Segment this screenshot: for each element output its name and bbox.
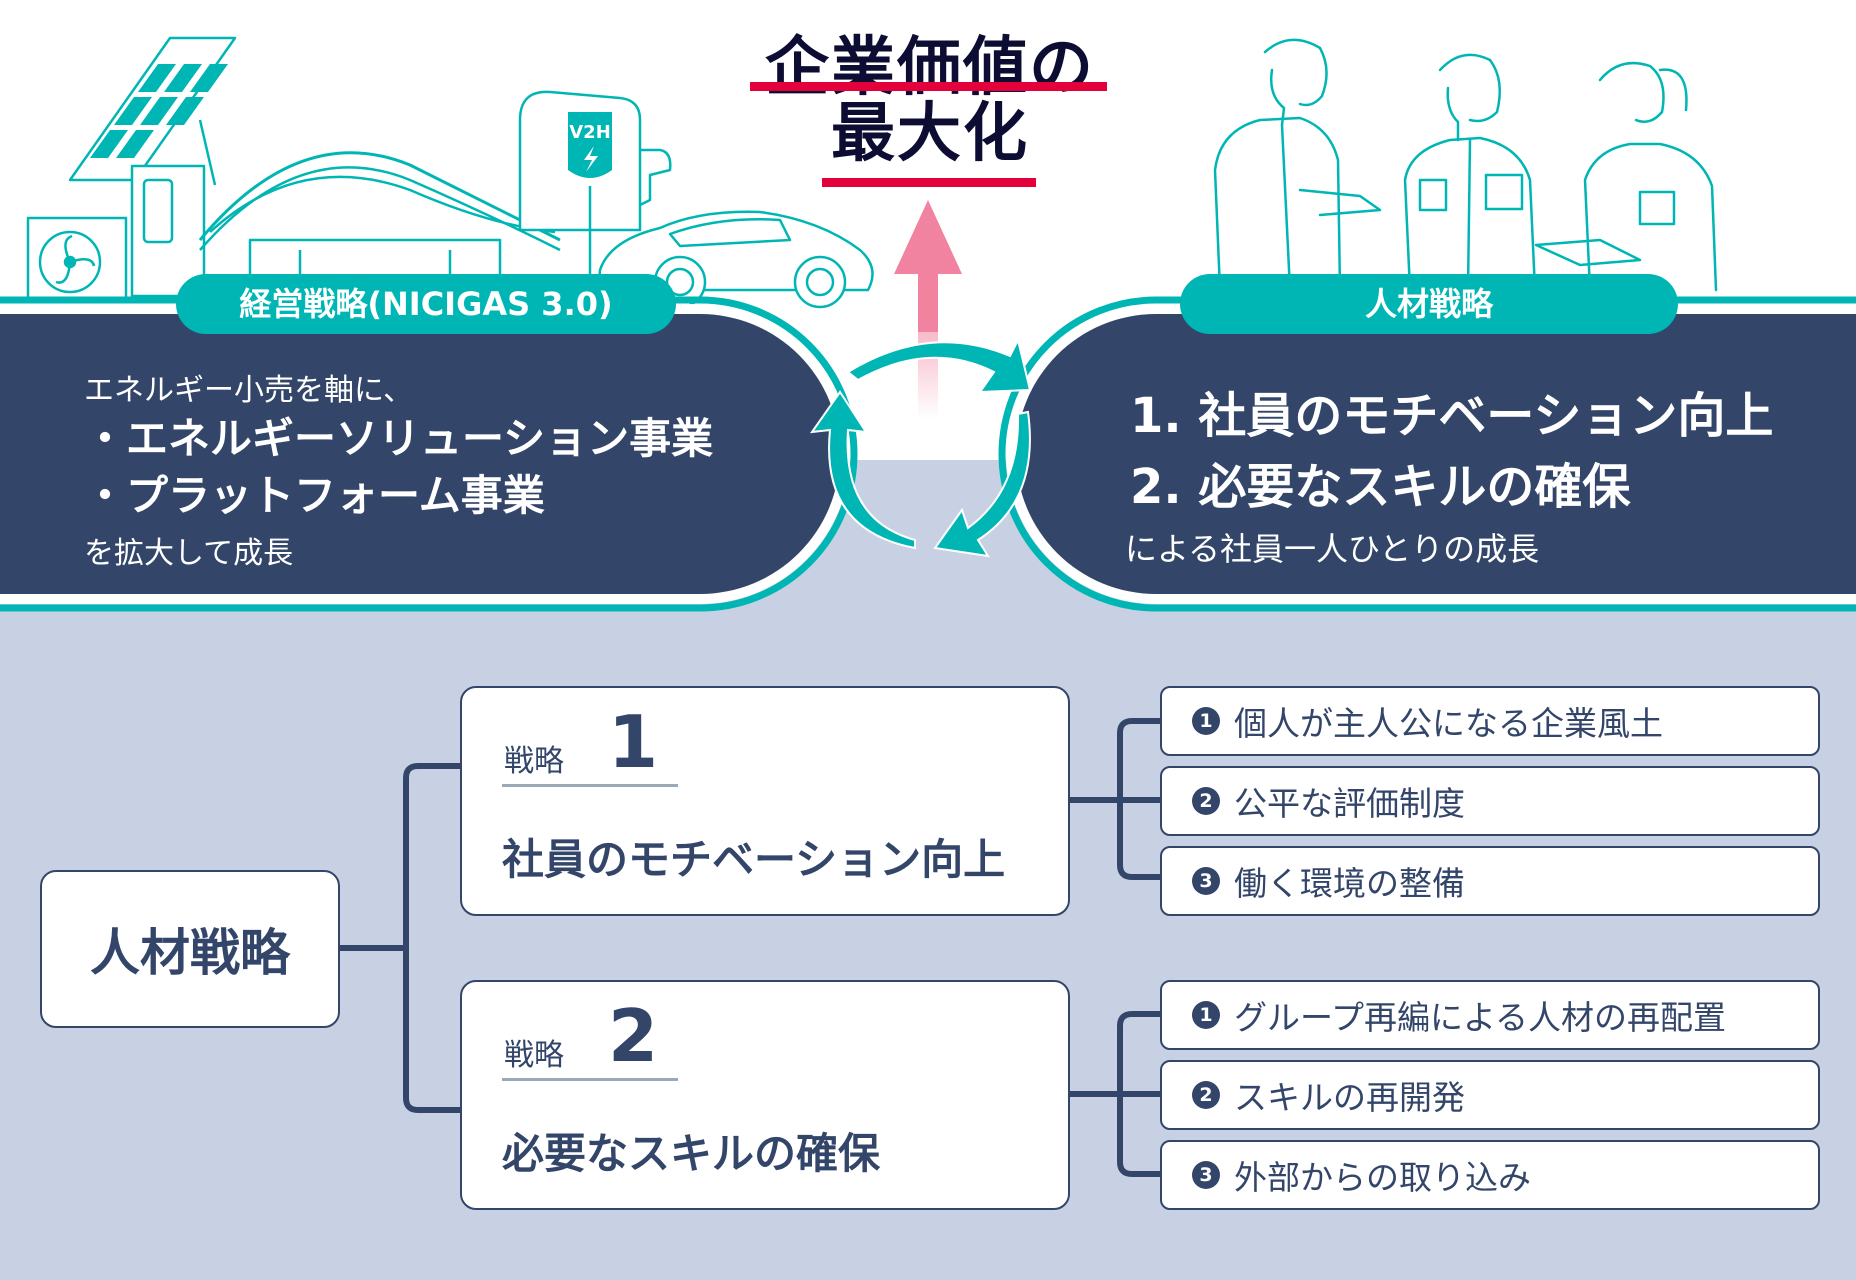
person-suit-icon — [1213, 38, 1382, 292]
tree-root-label: 人材戦略 — [90, 924, 290, 982]
business-strategy-panel — [0, 296, 858, 612]
title-underline-1 — [750, 82, 1107, 91]
solar-panel-icon — [68, 36, 237, 186]
person-woman-icon — [1534, 61, 1718, 292]
measure-item: 3 外部からの取り込み — [1160, 1140, 1820, 1210]
tree-root: 人材戦略 — [40, 870, 340, 1028]
measure-text: 個人が主人公になる企業風土 — [1234, 704, 1663, 743]
measure-text: 働く環境の整備 — [1234, 864, 1465, 903]
strategy2-branch — [1117, 1011, 1160, 1177]
business-intro-text: エネルギー小売を軸に、 — [84, 373, 414, 408]
hr-item-2: 2. 必要なスキルの確保 — [1130, 459, 1631, 515]
v2h-charger-icon: V2H — [518, 90, 672, 286]
strategy-title: 社員のモチベーション向上 — [502, 835, 1006, 884]
charger-label: V2H — [569, 122, 611, 143]
number-badge-icon: 2 — [1192, 787, 1220, 815]
number-badge-icon: 3 — [1192, 867, 1220, 895]
business-outro-text: を拡大して成長 — [84, 536, 294, 571]
number-badge-icon: 1 — [1192, 1001, 1220, 1029]
strategy-card-2: 戦略 2 必要なスキルの確保 — [460, 980, 1070, 1210]
business-illustration: V2H — [26, 36, 874, 309]
strategy-kicker: 戦略 — [504, 744, 564, 779]
hr-strategy-label: 人材戦略 — [1180, 274, 1678, 334]
employees-discussion-illustration — [1213, 38, 1718, 292]
root-branch — [403, 763, 460, 1113]
arrow-up-icon — [809, 390, 916, 550]
measure-text: グループ再編による人材の再配置 — [1234, 998, 1727, 1037]
hr-strategy-panel — [998, 296, 1856, 612]
title-underline-2 — [822, 178, 1036, 187]
strategy-band-graphic: V2H — [0, 36, 1856, 612]
person-worker-icon — [1403, 53, 1537, 292]
page-title-line2: 最大化 — [831, 97, 1029, 171]
measure-item: 1 グループ再編による人材の再配置 — [1160, 980, 1820, 1050]
business-strategy-label: 経営戦略(NICIGAS 3.0) — [176, 274, 676, 334]
business-item-2: ・プラットフォーム事業 — [84, 471, 545, 520]
strategy-kicker: 戦略 — [504, 1038, 564, 1073]
measure-text: スキルの再開発 — [1234, 1078, 1465, 1117]
strategy-divider — [502, 1078, 678, 1081]
number-badge-icon: 3 — [1192, 1161, 1220, 1189]
arrow-right-icon — [846, 337, 1032, 394]
measure-item: 3 働く環境の整備 — [1160, 846, 1820, 916]
arrow-down-icon — [933, 410, 1031, 558]
value-growth-arrow — [894, 200, 962, 420]
measure-text: 公平な評価制度 — [1234, 784, 1465, 823]
measure-item: 2 公平な評価制度 — [1160, 766, 1820, 836]
air-conditioner-icon — [26, 216, 128, 300]
number-badge-icon: 2 — [1192, 1081, 1220, 1109]
strategy1-branch — [1117, 718, 1160, 880]
cycle-arrows — [809, 337, 1032, 558]
measure-item: 2 スキルの再開発 — [1160, 1060, 1820, 1130]
measure-item: 1 個人が主人公になる企業風土 — [1160, 686, 1820, 756]
strategy-card-1: 戦略 1 社員のモチベーション向上 — [460, 686, 1070, 916]
business-item-1: ・エネルギーソリューション事業 — [84, 414, 714, 463]
strategy-number: 1 — [608, 700, 659, 784]
measure-text: 外部からの取り込み — [1234, 1158, 1531, 1197]
hr-outro-text: による社員一人ひとりの成長 — [1125, 530, 1540, 568]
gas-station-icon — [198, 151, 561, 298]
hr-item-1: 1. 社員のモチベーション向上 — [1130, 388, 1774, 444]
strategy-divider — [502, 784, 678, 787]
number-badge-icon: 1 — [1192, 707, 1220, 735]
strategy-title: 必要なスキルの確保 — [502, 1129, 881, 1178]
electric-car-icon — [598, 210, 874, 309]
strategy-number: 2 — [608, 994, 659, 1078]
battery-unit-icon — [130, 164, 206, 298]
